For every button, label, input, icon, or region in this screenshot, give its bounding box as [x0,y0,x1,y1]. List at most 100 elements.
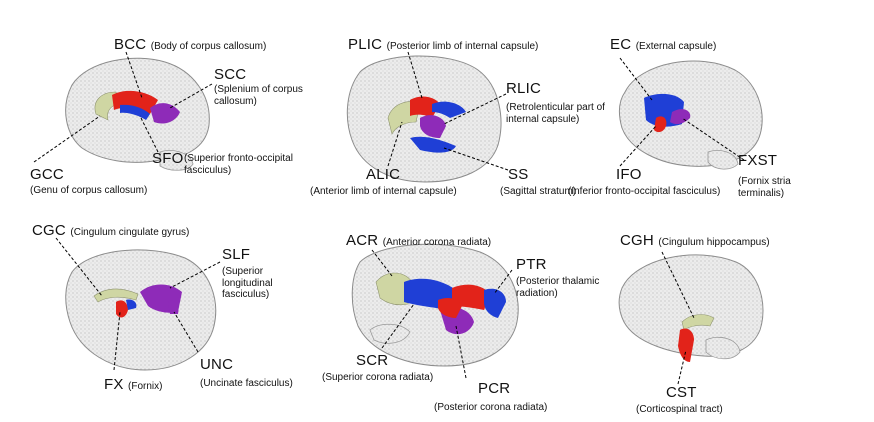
label-abbr: SCR [356,352,389,369]
label-rlic-full: (Retrolenticular part of internal capsul… [506,102,605,125]
tract-cgc [93,288,139,303]
label-fx: FX (Fornix) [104,376,162,394]
label-abbr: SLF [222,246,251,263]
label-ptr: PTR [516,256,547,274]
label-abbr: CST [666,384,697,401]
label-slf-full: (Superior longitudinal fasciculus) [222,266,273,300]
leader-cst [677,349,687,385]
leader-fxst [681,117,745,161]
leader-plic [407,51,423,99]
label-gcc: GCC [30,166,64,184]
label-sfo: SFO [152,150,183,168]
label-abbr: SCC [214,66,247,83]
leader-scr [381,303,415,349]
label-abbr: FX [104,376,124,393]
label-abbr: EC [610,36,632,53]
label-abbr: SFO [152,150,184,167]
cerebellum-outline [707,150,739,170]
tract-bcc [112,90,158,114]
label-abbr: FXST [738,152,778,169]
label-ss: SS [508,166,528,184]
label-ec: EC (External capsule) [610,36,716,54]
label-acr: ACR (Anterior corona radiata) [346,232,491,250]
label-full: (Fornix) [128,381,163,392]
leader-pcr [455,325,467,379]
label-alic: ALIC [366,166,400,184]
label-ss-full: (Sagittal stratum) [500,186,577,197]
label-cgc: CGC (Cingulum cingulate gyrus) [32,222,189,240]
tract-fx [116,300,128,318]
label-full: (Body of corpus callosum) [150,41,267,52]
label-cgh: CGH (Cingulum hippocampus) [620,232,770,250]
cerebellum-outline [369,323,411,344]
panel-internal-capsule [346,51,509,183]
leader-gcc [33,115,101,163]
leader-rlic [443,93,507,125]
label-ifo: IFO [616,166,642,184]
tract-plic [410,96,440,118]
label-full: (Cingulum hippocampus) [658,237,770,248]
label-abbr: UNC [200,356,234,373]
label-ptr-full: (Posterior thalamic radiation) [516,276,600,299]
label-bcc: BCC (Body of corpus callosum) [114,36,266,54]
panel-corpus-callosum [33,51,213,171]
panel-projection-tracts [618,251,764,385]
label-slf: SLF [222,246,250,264]
label-full: (Anterior corona radiata) [382,237,492,248]
leader-slf [169,261,221,289]
label-cst: CST [666,384,697,402]
label-abbr: PTR [516,256,547,273]
leader-alic [387,121,403,167]
label-fxst-full: (Fornix stria terminalis) [738,176,791,199]
label-plic: PLIC (Posterior limb of internal capsule… [348,36,538,54]
tract-ptr [484,288,506,318]
tract-ifo [654,116,667,133]
panel-external-capsule [618,57,763,170]
label-fxst: FXST [738,152,777,170]
label-abbr: IFO [616,166,642,183]
label-full: (Posterior limb of internal capsule) [386,41,539,52]
tract-sfo [120,104,150,120]
tract-acr [375,272,413,306]
label-rlic: RLIC [506,80,541,98]
label-abbr: CGH [620,232,654,249]
label-abbr: PCR [478,380,511,397]
label-scc-full: (Splenium of corpus callosum) [214,84,303,107]
label-pcr-full: (Posterior corona radiata) [434,402,548,413]
tract-red-a [452,284,490,310]
tract-red-b [438,298,462,318]
label-full: (Cingulum cingulate gyrus) [70,227,190,238]
tract-blue-b [126,299,137,310]
leader-acr [371,249,393,277]
label-abbr: CGC [32,222,66,239]
leader-ec [619,57,653,101]
panel-association-tracts [55,237,221,371]
label-abbr: ALIC [366,166,401,183]
label-sfo-full: (Superior fronto-occipital fasciculus) [184,153,293,176]
label-scc: SCC [214,66,246,84]
cerebellum-outline [705,336,741,360]
panel-corona-radiata [351,243,519,379]
label-abbr: ACR [346,232,379,249]
brain-outline [65,249,217,371]
label-abbr: BCC [114,36,147,53]
tract-cst [678,328,694,362]
label-scr: SCR [356,352,388,370]
brain-outline [618,60,763,167]
tract-unc [168,300,179,314]
cerebellum-outline [159,150,194,171]
leader-scc [169,83,213,109]
label-pcr: PCR [478,380,510,398]
leader-sfo [139,115,159,153]
label-gcc-full: (Genu of corpus callosum) [30,185,148,196]
label-abbr: GCC [30,166,64,183]
leader-ifo [619,125,657,167]
leader-cgh [661,251,695,319]
tract-cgh [681,314,715,331]
tract-scc [150,103,180,124]
tract-rlic [420,115,446,138]
brain-outline [618,254,764,357]
tract-blue-a [432,101,466,118]
label-unc-full: (Uncinate fasciculus) [200,378,293,389]
label-abbr: PLIC [348,36,383,53]
